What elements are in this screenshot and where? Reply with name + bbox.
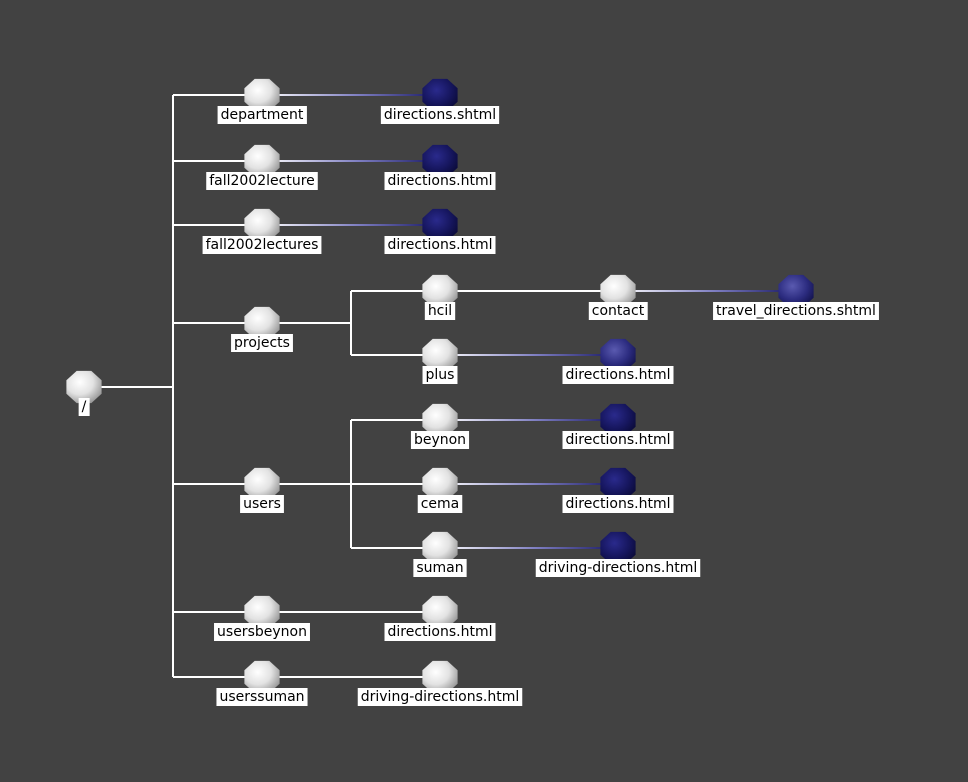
node-label-background	[413, 559, 467, 577]
file-node-icon	[422, 144, 458, 178]
node-label-background	[417, 495, 463, 513]
node-label-background	[422, 366, 458, 384]
node-label: usersbeynon	[217, 624, 307, 640]
directory-node-icon	[422, 403, 458, 437]
tree-node-root[interactable]: /	[66, 370, 102, 416]
node-label: directions.html	[566, 496, 671, 512]
node-label: directions.shtml	[384, 107, 496, 123]
node-label-background	[713, 302, 879, 320]
node-label: directions.html	[388, 173, 493, 189]
node-label-background	[231, 334, 293, 352]
node-label: suman	[416, 560, 463, 576]
node-label-background	[384, 236, 496, 254]
node-label-background	[410, 431, 470, 449]
directory-node-icon	[422, 338, 458, 372]
node-label: userssuman	[219, 689, 304, 705]
node-label-background	[216, 688, 308, 706]
tree-node-plus[interactable]: plus	[422, 338, 458, 384]
node-label: beynon	[414, 432, 466, 448]
node-label-background	[384, 172, 496, 190]
directory-node-icon	[244, 144, 280, 178]
file-node-icon	[422, 208, 458, 242]
node-label: contact	[592, 303, 645, 319]
file-node-icon	[600, 403, 636, 437]
node-label: fall2002lectures	[206, 237, 319, 253]
node-label-background	[562, 431, 674, 449]
node-label-background	[535, 559, 701, 577]
tree-node-usersbeynon-directions[interactable]: directions.html	[384, 595, 496, 641]
tree-node-suman[interactable]: suman	[413, 531, 467, 577]
directory-node-icon	[600, 274, 636, 308]
file-node-icon	[422, 78, 458, 112]
file-node-icon	[600, 531, 636, 565]
file-node-icon	[600, 338, 636, 372]
tree-node-fall2002lectures[interactable]: fall2002lectures	[202, 208, 322, 254]
node-label-background	[380, 106, 500, 124]
node-label: travel_directions.shtml	[716, 303, 876, 319]
node-label-background	[562, 366, 674, 384]
directory-node-icon	[66, 370, 102, 404]
node-label: projects	[234, 335, 290, 351]
node-label: cema	[421, 496, 460, 512]
node-label-background	[240, 495, 284, 513]
node-label-background	[588, 302, 648, 320]
node-label: directions.html	[566, 432, 671, 448]
tree-node-projects[interactable]: projects	[231, 306, 293, 352]
tree-node-contact[interactable]: contact	[588, 274, 648, 320]
file-node-icon	[600, 467, 636, 501]
node-label-background	[217, 106, 307, 124]
node-label-background	[202, 236, 322, 254]
tree-node-beynon-directions[interactable]: directions.html	[562, 403, 674, 449]
directory-node-icon	[422, 531, 458, 565]
node-label: hcil	[428, 303, 452, 319]
directory-node-icon	[244, 467, 280, 501]
tree-node-users[interactable]: users	[240, 467, 284, 513]
tree-node-cema[interactable]: cema	[417, 467, 463, 513]
node-label: fall2002lecture	[209, 173, 315, 189]
tree-node-suman-driving[interactable]: driving-directions.html	[535, 531, 701, 577]
node-label: directions.html	[566, 367, 671, 383]
node-label: directions.html	[388, 237, 493, 253]
tree-node-department[interactable]: department	[217, 78, 307, 124]
tree-node-department-directions[interactable]: directions.shtml	[380, 78, 500, 124]
tree-node-fall2002lecture-directions[interactable]: directions.html	[384, 144, 496, 190]
directory-node-icon	[422, 274, 458, 308]
node-label: department	[221, 107, 304, 123]
node-label-background	[424, 302, 456, 320]
tree-node-beynon[interactable]: beynon	[410, 403, 470, 449]
node-label-background	[357, 688, 523, 706]
node-label: users	[243, 496, 281, 512]
directory-node-icon	[422, 467, 458, 501]
node-label-background	[384, 623, 496, 641]
directory-node-icon	[244, 78, 280, 112]
tree-node-plus-directions[interactable]: directions.html	[562, 338, 674, 384]
node-label: plus	[426, 367, 455, 383]
node-label-background	[214, 623, 310, 641]
node-label: /	[82, 399, 87, 415]
tree-node-userssuman-driving[interactable]: driving-directions.html	[357, 660, 523, 706]
file-node-icon	[422, 595, 458, 629]
directory-node-icon	[244, 660, 280, 694]
node-label: directions.html	[388, 624, 493, 640]
node-label: driving-directions.html	[539, 560, 698, 576]
node-label: driving-directions.html	[361, 689, 520, 705]
file-node-icon	[422, 660, 458, 694]
tree-node-usersbeynon[interactable]: usersbeynon	[214, 595, 310, 641]
tree-node-fall2002lectures-directions[interactable]: directions.html	[384, 208, 496, 254]
tree-node-travel-directions[interactable]: travel_directions.shtml	[713, 274, 879, 320]
tree-node-cema-directions[interactable]: directions.html	[562, 467, 674, 513]
file-node-icon	[778, 274, 814, 308]
directory-node-icon	[244, 208, 280, 242]
tree-node-fall2002lecture[interactable]: fall2002lecture	[206, 144, 318, 190]
directory-node-icon	[244, 595, 280, 629]
node-label-background	[78, 398, 90, 416]
tree-node-hcil[interactable]: hcil	[422, 274, 458, 320]
directory-node-icon	[244, 306, 280, 340]
node-label-background	[206, 172, 318, 190]
node-label-background	[562, 495, 674, 513]
tree-node-userssuman[interactable]: userssuman	[216, 660, 308, 706]
